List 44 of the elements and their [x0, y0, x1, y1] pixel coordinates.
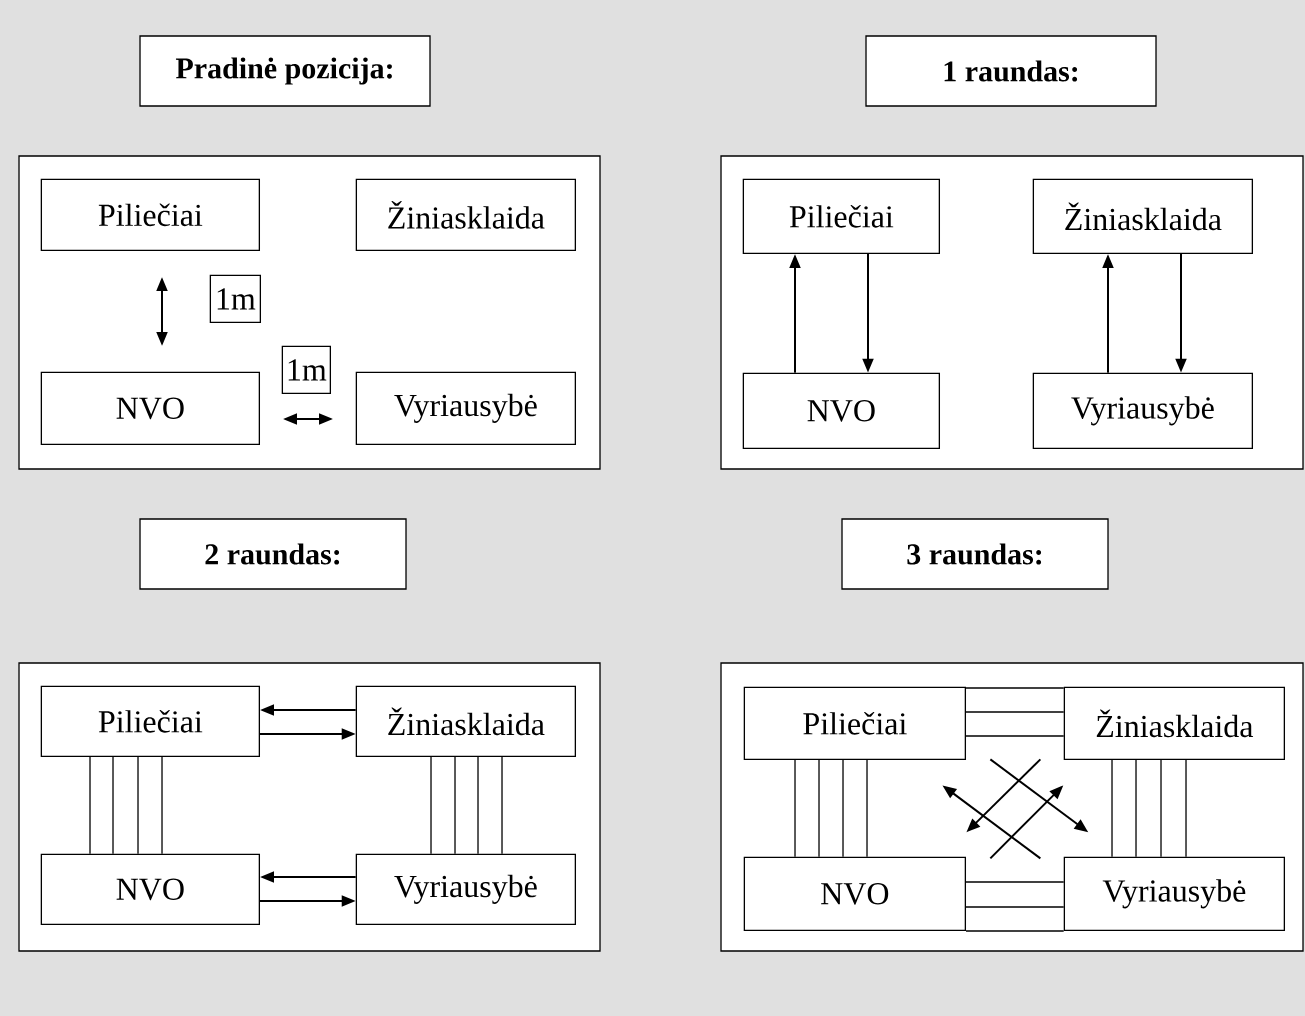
- connector-line: [818, 759, 820, 858]
- connector-line: [965, 711, 1065, 713]
- actor-box: Piliečiai: [40, 685, 260, 757]
- connector-line: [112, 756, 114, 855]
- connector-line: [137, 756, 139, 855]
- actor-box: Piliečiai: [742, 178, 940, 254]
- actor-box: NVO: [742, 372, 940, 449]
- actor-box: Žiniasklaida: [355, 178, 576, 251]
- connector-line: [965, 735, 1065, 737]
- connector-line: [89, 756, 91, 855]
- actor-box: Vyriausybė: [355, 853, 576, 925]
- actor-box: NVO: [743, 856, 966, 931]
- connector-line: [866, 759, 868, 858]
- connector-line: [965, 687, 1065, 689]
- distance-box: 1m: [209, 274, 261, 323]
- actor-box: NVO: [40, 853, 260, 925]
- title-box: Pradinė pozicija:: [139, 35, 431, 107]
- title-box: 2 raundas:: [139, 518, 407, 590]
- actor-box: Vyriausybė: [1032, 372, 1253, 449]
- actor-box: Vyriausybė: [355, 371, 576, 445]
- connector-line: [1111, 759, 1113, 858]
- actor-box: Piliečiai: [743, 686, 966, 760]
- actor-box: Žiniasklaida: [355, 685, 576, 757]
- actor-box: NVO: [40, 371, 260, 445]
- actor-box: Žiniasklaida: [1063, 686, 1285, 760]
- connector-line: [794, 759, 796, 858]
- connector-line: [501, 756, 503, 855]
- connector-line: [965, 930, 1065, 932]
- connector-line: [1135, 759, 1137, 858]
- actor-box: Piliečiai: [40, 178, 260, 251]
- connector-line: [1160, 759, 1162, 858]
- connector-line: [1185, 759, 1187, 858]
- connector-line: [161, 756, 163, 855]
- title-box: 3 raundas:: [841, 518, 1109, 590]
- distance-box: 1m: [281, 345, 331, 394]
- connector-line: [430, 756, 432, 855]
- connector-line: [842, 759, 844, 858]
- connector-line: [965, 881, 1065, 883]
- title-box: 1 raundas:: [865, 35, 1157, 107]
- connector-line: [477, 756, 479, 855]
- actor-box: Žiniasklaida: [1032, 178, 1253, 254]
- connector-line: [965, 906, 1065, 908]
- actor-box: Vyriausybė: [1063, 856, 1285, 931]
- connector-line: [454, 756, 456, 855]
